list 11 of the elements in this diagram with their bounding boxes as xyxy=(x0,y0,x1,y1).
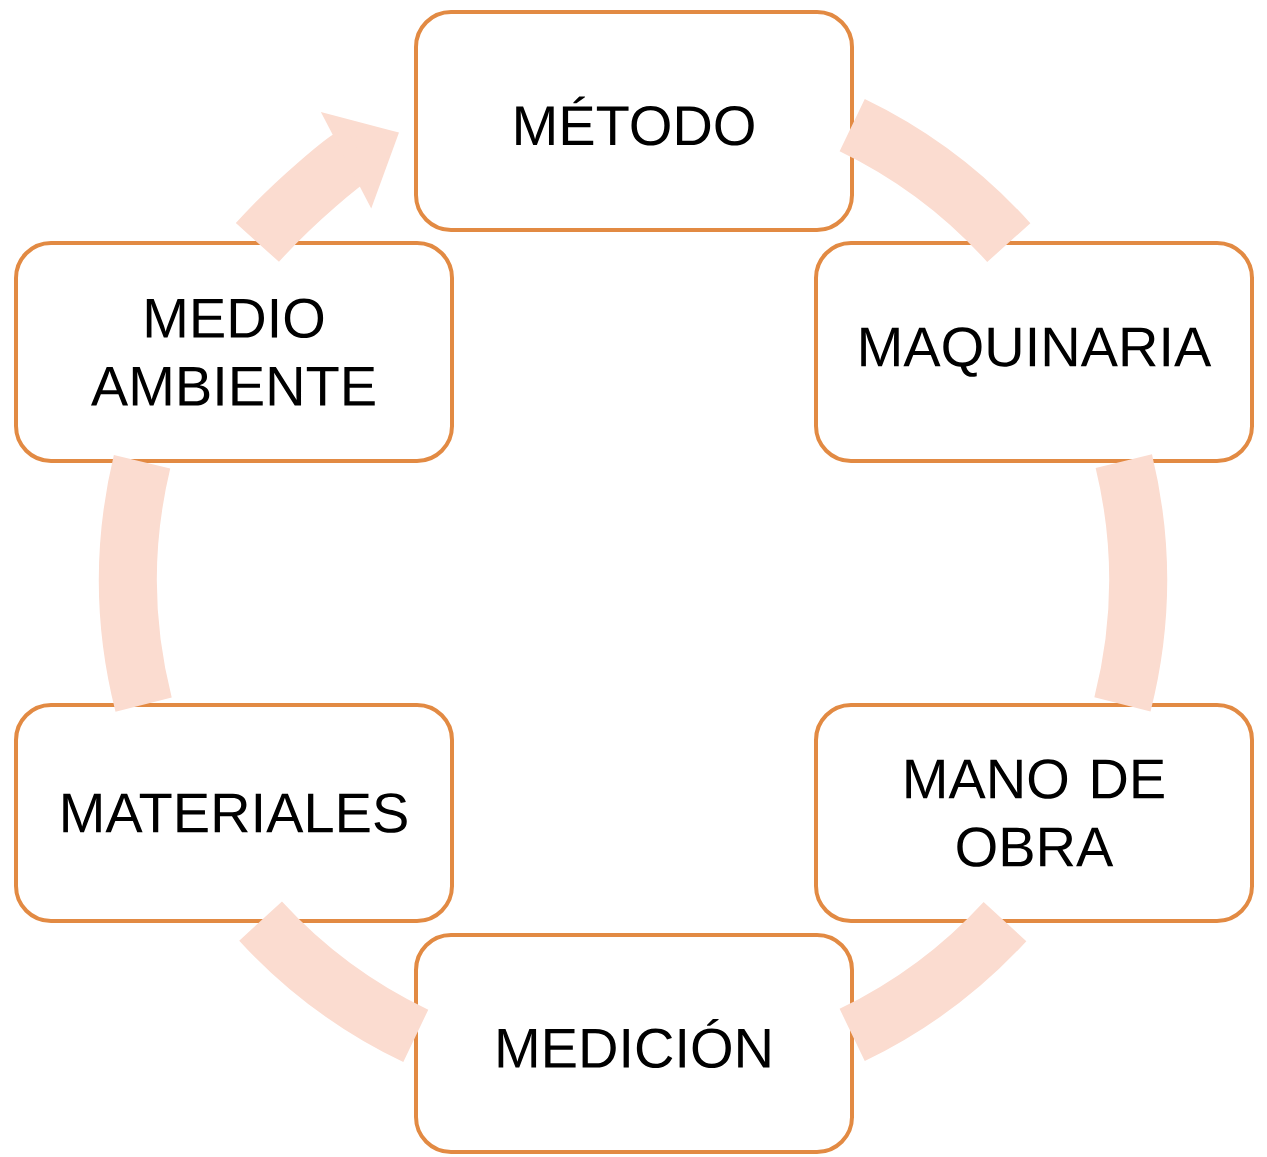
process-box: MANO DE OBRA xyxy=(814,703,1254,923)
process-box: MAQUINARIA xyxy=(814,241,1254,463)
ring-segment xyxy=(239,901,429,1062)
process-box: MÉTODO xyxy=(414,10,854,232)
ring-segment xyxy=(839,99,1031,263)
process-box: MATERIALES xyxy=(14,703,454,923)
ring-segment xyxy=(839,901,1027,1061)
process-box: MEDICIÓN xyxy=(414,933,854,1154)
process-box: MEDIO AMBIENTE xyxy=(14,241,454,463)
ring-segment xyxy=(99,455,172,712)
ring-segment xyxy=(1094,454,1167,711)
